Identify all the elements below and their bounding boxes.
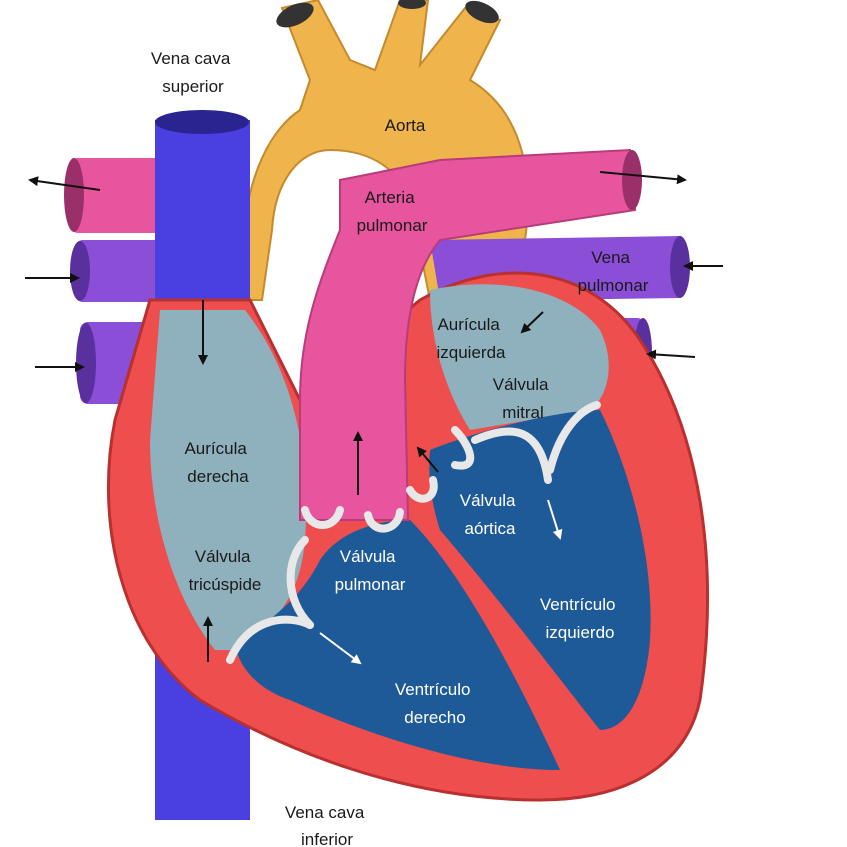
label-vena-cava-inferior: Vena cava inferior [285, 803, 369, 847]
pulmonary-artery-left-branch [64, 158, 165, 233]
aorta-branch-caps [276, 0, 499, 28]
flow-arrows-white [319, 499, 563, 665]
label-aorta: Aorta [385, 116, 426, 135]
label-vena-pulmonar: Vena pulmonar [578, 248, 649, 295]
label-ventriculo-derecho: Ventrículo derecho [395, 680, 475, 727]
label-auricula-derecha: Aurícula derecha [184, 439, 251, 486]
pulmonary-artery [299, 148, 642, 521]
label-valvula-tricuspide: Válvula tricúspide [189, 547, 262, 594]
left-atrium [430, 284, 609, 430]
valves [226, 401, 601, 664]
label-vena-cava-superior: Vena cava superior [151, 49, 235, 96]
label-valvula-aortica: Válvula aórtica [460, 491, 521, 538]
label-valvula-pulmonar: Válvula pulmonar [335, 547, 406, 594]
label-ventriculo-izquierdo: Ventrículo izquierdo [540, 595, 620, 642]
flow-arrows [25, 171, 723, 662]
right-ventricle [235, 520, 560, 770]
label-auricula-izquierda: Aurícula izquierda [437, 315, 507, 362]
left-ventricle [429, 410, 651, 730]
label-arteria-pulmonar: Arteria pulmonar [357, 188, 428, 235]
labels: Vena cava superior Aorta Arteria pulmona… [151, 49, 649, 847]
right-atrium [150, 310, 307, 650]
label-valvula-mitral: Válvula mitral [493, 375, 554, 422]
